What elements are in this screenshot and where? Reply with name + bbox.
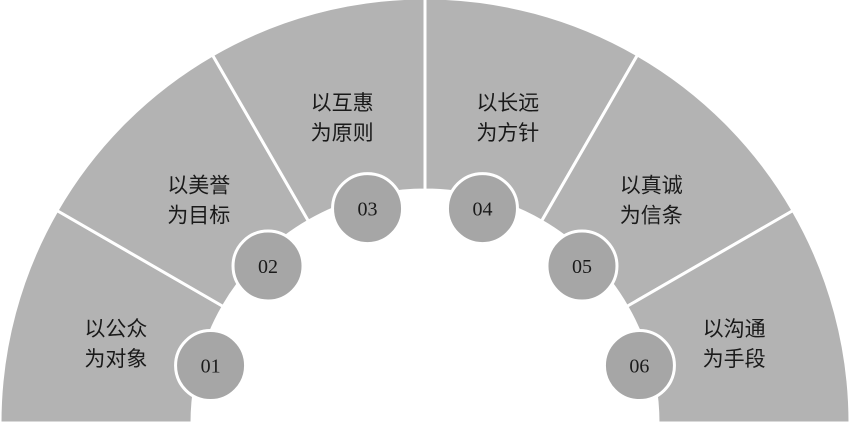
number-circle-05	[545, 229, 619, 303]
segment-label-line1-02: 以美誉	[167, 174, 230, 198]
segment-label-line2-04: 为方针	[476, 121, 539, 145]
segment-label-line1-04: 以长远	[476, 91, 539, 115]
number-label-06: 06	[629, 356, 649, 378]
number-label-04: 04	[472, 199, 492, 221]
number-circle-02	[231, 229, 305, 303]
number-circles-layer	[174, 172, 676, 403]
segment-label-line2-06: 为手段	[703, 347, 766, 371]
number-label-05: 05	[572, 256, 592, 278]
segment-label-line2-05: 为信条	[620, 204, 683, 228]
number-label-03: 03	[358, 199, 378, 221]
segment-label-line1-01: 以公众	[84, 317, 147, 341]
number-circle-01	[174, 329, 248, 403]
segment-label-line2-01: 为对象	[84, 347, 147, 371]
segment-label-line1-03: 以互惠	[311, 91, 374, 115]
segment-label-line2-02: 为目标	[167, 204, 230, 228]
number-circle-03	[331, 172, 405, 246]
number-label-01: 01	[201, 356, 221, 378]
number-label-02: 02	[258, 256, 278, 278]
number-circle-06	[602, 329, 676, 403]
segment-label-line2-03: 为原则	[311, 121, 374, 145]
segment-label-line1-06: 以沟通	[703, 317, 766, 341]
segment-label-line1-05: 以真诚	[620, 174, 683, 198]
number-circle-04	[445, 172, 519, 246]
